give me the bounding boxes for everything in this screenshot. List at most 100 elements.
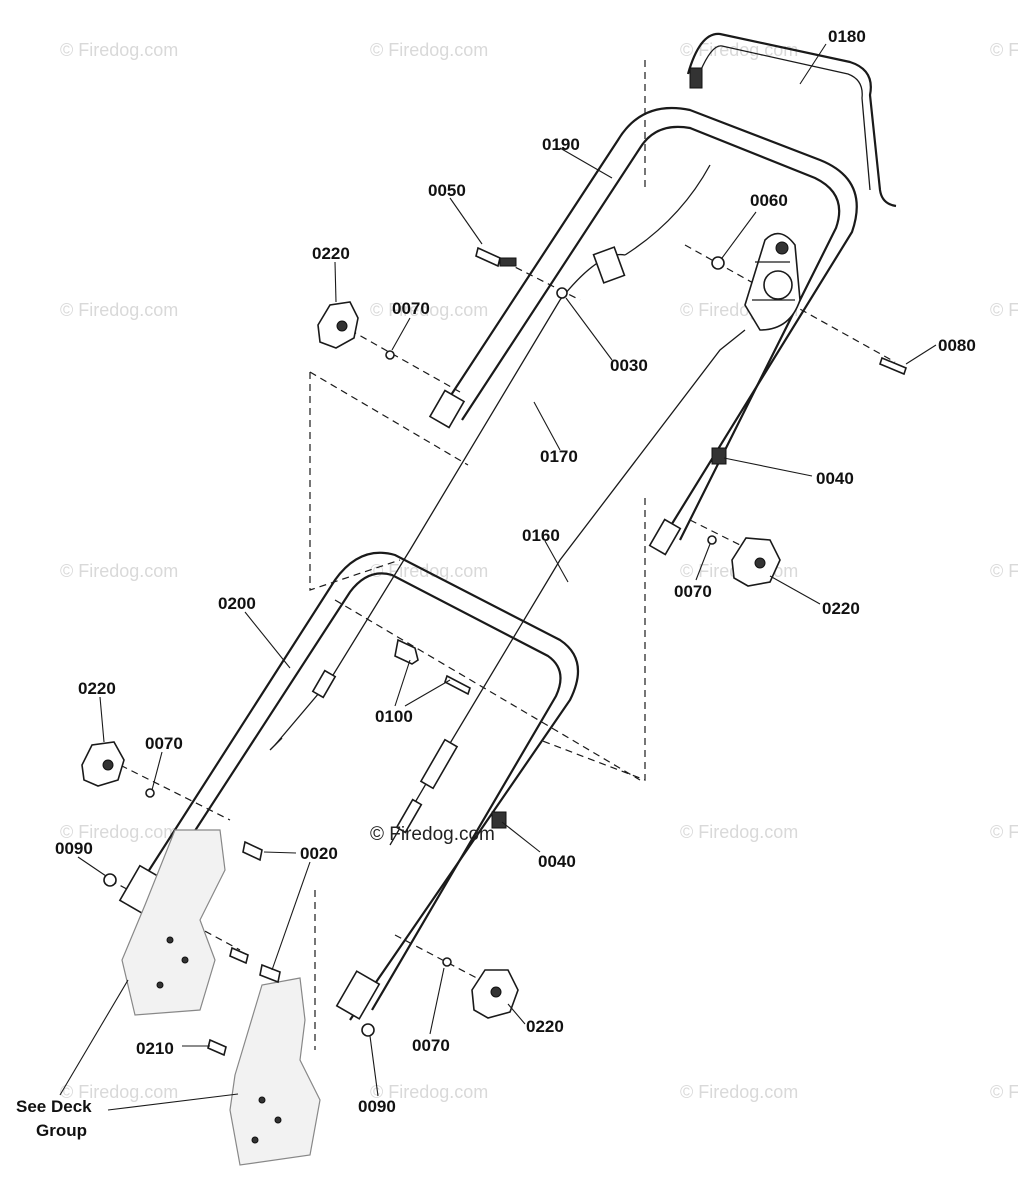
bolt-0020-b (259, 963, 281, 984)
cable-clamp (592, 246, 626, 284)
dashed-guide (539, 498, 646, 781)
knob-0220-bottom (471, 969, 519, 1019)
watermark: © Firedog.com (60, 1082, 178, 1102)
watermark: © F (990, 40, 1018, 60)
cable-adjuster (419, 738, 459, 790)
leader-line (799, 43, 827, 85)
leader-line (244, 611, 291, 669)
watermark: © Firedog.com (680, 822, 798, 842)
watermark: © Firedog.com (60, 40, 178, 60)
dashed-guide (504, 261, 581, 301)
watermark: © Firedog.com (370, 300, 488, 320)
upper-handle-tube (435, 106, 858, 541)
callout-0170: 0170 (540, 447, 578, 466)
bolt-0100-b (444, 674, 471, 696)
leader-line (905, 344, 937, 365)
dashed-guide (309, 372, 401, 591)
leader-line (565, 297, 613, 361)
bracket-hole (166, 936, 174, 944)
bracket-hole (258, 1096, 266, 1104)
leader-line (271, 861, 311, 971)
leader-line (429, 967, 445, 1035)
deck-brackets (121, 829, 321, 1166)
watermark: © Firedog.com (60, 561, 178, 581)
dashed-guide (109, 759, 231, 821)
leader-line (394, 659, 411, 707)
dashed-guide (334, 599, 641, 781)
cable-0170 (269, 164, 711, 751)
callout-0040: 0040 (538, 852, 576, 871)
bracket-hole (274, 1116, 282, 1124)
leader-line (391, 317, 411, 351)
callout-0210: 0210 (136, 1039, 174, 1058)
leader-line (721, 211, 757, 259)
leader-line (501, 821, 541, 853)
callout-0220: 0220 (822, 599, 860, 618)
callout-0220: 0220 (526, 1017, 564, 1036)
bolt-0210-a (229, 946, 249, 965)
lower-handle (118, 551, 580, 1021)
deck-bracket-right (229, 977, 321, 1166)
watermark: © Firedog.com (60, 822, 178, 842)
watermark: © Firedog.com (680, 1082, 798, 1102)
knob-0220-right (731, 537, 781, 587)
nut-0060 (711, 256, 725, 270)
callout-0220: 0220 (312, 244, 350, 263)
upper-handle-end-left (428, 389, 466, 429)
callout-0040: 0040 (816, 469, 854, 488)
callout-0100: 0100 (375, 707, 413, 726)
leader-line (77, 856, 107, 877)
lower-handle-end-right (335, 970, 381, 1020)
bolt-0210-b (207, 1038, 227, 1057)
control-cable-top (624, 164, 711, 256)
callout-0030: 0030 (610, 356, 648, 375)
leader-line (369, 1035, 379, 1097)
center-watermark: © Firedog.com (370, 824, 495, 845)
drive-cable (389, 329, 746, 846)
see-deck-label-line1: See Deck (16, 1097, 92, 1116)
bolt-0020-a (242, 840, 263, 862)
watermark: © Firedog.com (370, 1082, 488, 1102)
deck-bracket-left (121, 829, 226, 1016)
upper-handle (428, 106, 858, 556)
cable-spring (311, 669, 337, 699)
washer-0070 (145, 788, 155, 798)
bolt-0100-a (394, 638, 419, 665)
watermark: © F (990, 1082, 1018, 1102)
leader-line (695, 543, 711, 581)
leader-line (99, 696, 105, 743)
leader-line (559, 147, 613, 179)
watermark: © Firedog.com (60, 300, 178, 320)
leader-line (723, 457, 813, 477)
nut-0090 (103, 873, 117, 887)
watermark: © F (990, 300, 1018, 320)
washer-0070 (707, 535, 717, 545)
nut-0090 (361, 1023, 375, 1037)
clip-0040-top (711, 447, 727, 465)
bail-bar-rod (686, 32, 897, 208)
dashed-guide (309, 371, 469, 466)
leader-line (404, 679, 451, 707)
washer-0030 (556, 287, 568, 299)
washer-0070 (442, 957, 452, 967)
leader-line (151, 751, 163, 791)
callout-0070: 0070 (392, 299, 430, 318)
leader-line (533, 401, 561, 451)
callout-0180: 0180 (828, 27, 866, 46)
leader-line (449, 197, 483, 245)
callout-0090: 0090 (358, 1097, 396, 1116)
control-lever-knob (775, 241, 789, 255)
leader-line (107, 1093, 239, 1111)
cable-hook (269, 737, 283, 751)
clip-0040-bottom (491, 811, 507, 829)
callout-0160: 0160 (522, 526, 560, 545)
callout-0020: 0020 (300, 844, 338, 863)
upper-handle-end-right (648, 518, 682, 556)
callout-0220: 0220 (78, 679, 116, 698)
see-deck-label-line2: Group (36, 1121, 87, 1140)
bolt-0050 (475, 246, 501, 268)
callout-labels: 0180 0190 0050 0060 0220 0070 0030 0080 … (16, 27, 976, 1140)
knob-0220-top (317, 301, 359, 349)
bail-bar (686, 32, 897, 208)
